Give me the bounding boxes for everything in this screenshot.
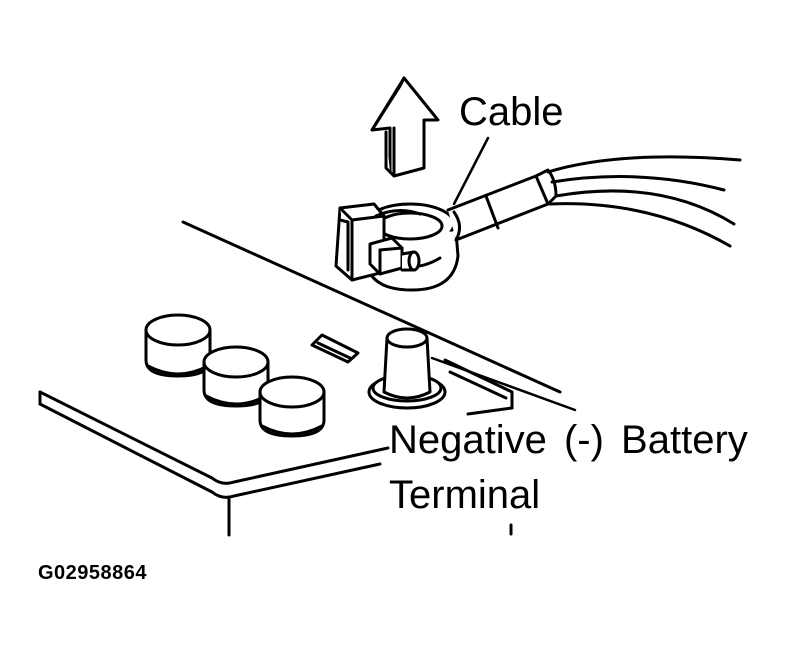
cell-cap-3: [258, 375, 326, 438]
up-arrow-icon: [370, 76, 440, 178]
battery-body: [38, 220, 562, 537]
negative-terminal-post: [367, 327, 447, 410]
cable-label: Cable: [459, 90, 564, 134]
cell-cap-2: [202, 345, 270, 408]
terminal-label-line-1: Negative (-) Battery: [389, 418, 748, 462]
cable-clamp: [334, 202, 460, 292]
cable-leader-line: [452, 136, 490, 206]
terminal-label-line-2: Terminal: [389, 473, 541, 517]
cable-wires: [446, 155, 742, 248]
figure-id: G02958864: [38, 562, 148, 584]
cell-cap-1: [144, 313, 212, 378]
terminal-leader-line: [430, 356, 577, 412]
cell-caps: [144, 313, 326, 438]
